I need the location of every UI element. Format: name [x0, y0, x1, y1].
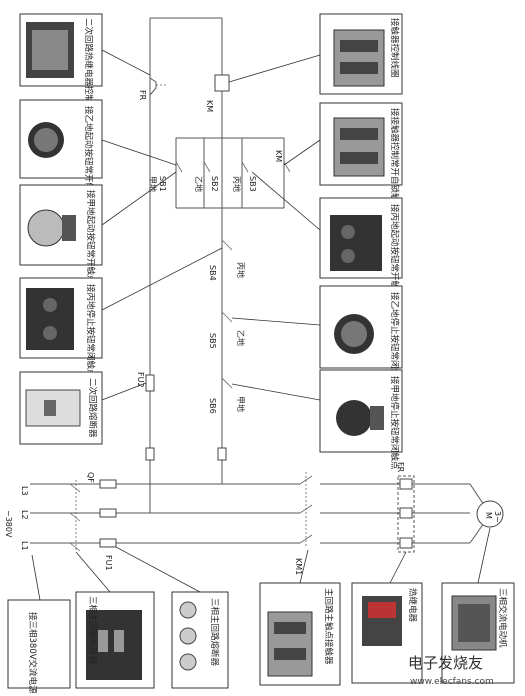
fr-nc-contact: FR — [138, 77, 166, 101]
photo-power: 接三相380V交流电源 — [7, 554, 71, 694]
km-coil: KM — [205, 74, 230, 112]
sb1-location: 甲地 — [148, 176, 158, 192]
svg-text:接乙地停止按钮常闭触点: 接乙地停止按钮常闭触点 — [389, 292, 400, 386]
svg-text:FU2: FU2 — [136, 372, 145, 388]
photo-b-stop: 接乙地停止按钮常闭触点 — [231, 285, 403, 386]
svg-text:M: M — [484, 512, 493, 519]
photo-contactor-hold: 接接触器控制常开自锁触点 — [283, 102, 403, 211]
svg-text:二次回路热继电器控制常闭触点: 二次回路热继电器控制常闭触点 — [83, 18, 94, 138]
svg-text:接丙地起动按钮常开触点: 接丙地起动按钮常开触点 — [389, 204, 400, 298]
svg-text:SB6: SB6 — [208, 398, 217, 414]
supply-voltage: ~380V — [4, 510, 13, 538]
svg-text:接甲地停止按钮常闭触点: 接甲地停止按钮常闭触点 — [389, 376, 400, 470]
photo-motor: 三相交流电动机 — [441, 527, 515, 684]
watermark-brand: 电子发烧友 — [408, 654, 483, 672]
fu1-fuses: FU1 — [99, 479, 117, 571]
watermark-url: www.elecfans.com — [410, 677, 494, 687]
photo-main-contactor: 主回路主触点接触器 — [259, 549, 341, 686]
svg-text:主回路主触点接触器: 主回路主触点接触器 — [323, 588, 334, 665]
svg-text:接三相380V交流电源: 接三相380V交流电源 — [27, 612, 38, 694]
svg-text:热继电器: 热继电器 — [407, 588, 418, 623]
svg-text:接丙地停止按钮常闭触点: 接丙地停止按钮常闭触点 — [85, 284, 96, 378]
photo-main-fuse: 三相主回路熔断器 — [115, 546, 229, 689]
photo-b-start: 接乙地起动按钮常开触点 — [19, 99, 177, 200]
svg-text:接接触器控制常开自锁触点: 接接触器控制常开自锁触点 — [389, 108, 400, 211]
svg-text:KM1: KM1 — [294, 558, 303, 575]
photo-thermal-relay: 热继电器 — [351, 551, 423, 684]
svg-text:丙地: 丙地 — [236, 262, 246, 278]
km-hold-label: KM — [274, 150, 283, 162]
phase-l2: L2 — [20, 510, 29, 520]
svg-text:二次回路熔断器: 二次回路熔断器 — [87, 378, 98, 438]
svg-text:FR: FR — [396, 462, 405, 473]
photo-contactor-coil: 接触器控制线圈 — [228, 13, 403, 95]
main-circuit: ~380V L3 L2 L1 QF FU1 — [4, 460, 504, 575]
fr-thermal-relay: FR — [396, 462, 415, 553]
svg-text:乙地: 乙地 — [236, 330, 246, 346]
phase-l1: L1 — [20, 541, 29, 551]
phase-l3: L3 — [20, 486, 29, 496]
sb2-label: SB2 — [210, 176, 219, 192]
km-coil-label: KM — [205, 100, 214, 112]
photo-second-fuse: 二次回路熔断器 — [19, 371, 147, 445]
photo-a-stop: 接甲地停止按钮常闭触点 — [231, 369, 403, 470]
svg-text:QF: QF — [86, 472, 95, 483]
km1-main-contacts: KM1 — [294, 472, 313, 575]
sb3-label: SB3 — [248, 176, 257, 192]
sb3-location: 丙地 — [232, 176, 242, 192]
photo-c-start: 接丙地起动按钮常开触点 — [251, 171, 403, 298]
fr-contact-label: FR — [138, 90, 147, 101]
sb2-location: 乙地 — [194, 176, 204, 192]
svg-text:三相交流电动机: 三相交流电动机 — [497, 588, 508, 648]
svg-text:接甲地起动按钮常开触点: 接甲地起动按钮常开触点 — [85, 190, 96, 284]
svg-text:接触器控制线圈: 接触器控制线圈 — [389, 18, 400, 78]
motor-symbol: M 3~ — [469, 483, 504, 544]
sb1-label: SB1 — [158, 176, 167, 192]
qf-breaker: QF — [69, 472, 95, 552]
photo-thermal-contact: 二次回路热继电器控制常闭触点 — [19, 13, 151, 138]
photo-main-breaker: 三相主回路断路器 — [75, 551, 155, 689]
svg-text:接乙地起动按钮常开触点: 接乙地起动按钮常开触点 — [83, 106, 94, 200]
photo-a-start: 接甲地起动按钮常开触点 — [19, 171, 177, 284]
photo-c-stop: 接丙地停止按钮常闭触点 — [19, 247, 223, 378]
svg-text:三相主回路熔断器: 三相主回路熔断器 — [209, 598, 220, 667]
control-circuit: FR KM SB1 甲地 SB2 乙地 SB3 丙地 KM SB4 丙地 — [136, 17, 291, 470]
svg-text:三相主回路断路器: 三相主回路断路器 — [87, 596, 98, 665]
sb6-contact: SB6 甲地 — [208, 377, 246, 414]
svg-text:3~: 3~ — [493, 511, 502, 523]
svg-text:甲地: 甲地 — [236, 396, 246, 412]
sb5-contact: SB5 乙地 — [208, 311, 246, 349]
sb4-contact: SB4 丙地 — [208, 239, 246, 281]
svg-text:FU1: FU1 — [104, 555, 113, 571]
svg-text:SB5: SB5 — [208, 333, 217, 349]
watermark: 电子发烧友 www.elecfans.com — [408, 654, 494, 687]
fu2-fuse: FU2 — [136, 372, 155, 392]
svg-text:SB4: SB4 — [208, 265, 217, 281]
